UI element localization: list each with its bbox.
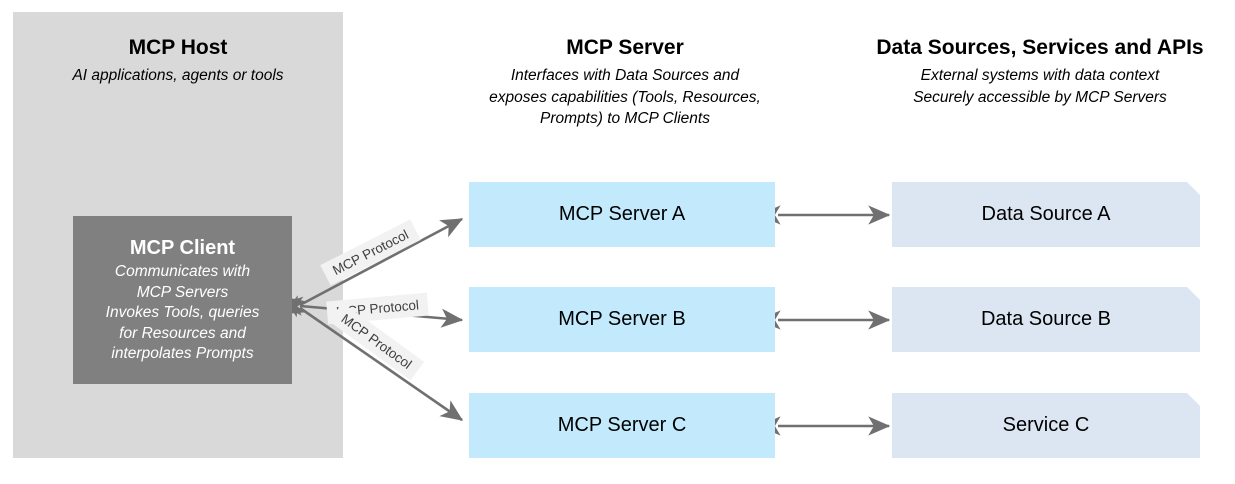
mcp-server-box-a[interactable]: MCP Server A <box>469 182 775 247</box>
mcp-client-description-line: Invokes Tools, queries <box>105 304 260 322</box>
column-subtitle-line: Interfaces with Data Sources and <box>510 67 740 84</box>
column-subtitle-data-sources: External systems with data context Secur… <box>855 65 1225 108</box>
mcp-server-box-b[interactable]: MCP Server B <box>469 287 775 352</box>
mcp-client-description-line: interpolates Prompts <box>111 345 254 363</box>
mcp-server-label: MCP Server A <box>558 203 686 225</box>
mcp-client-description: Communicates with MCP Servers Invokes To… <box>106 262 260 365</box>
column-subtitle-line: Securely accessible by MCP Servers <box>913 88 1167 106</box>
data-source-box-b[interactable]: Data Source B <box>892 287 1200 352</box>
column-header-host: MCP Host AI applications, agents or tool… <box>13 34 343 87</box>
mcp-client-description-line: MCP Servers <box>136 283 229 301</box>
column-subtitle-host: AI applications, agents or tools <box>13 65 343 87</box>
mcp-client-description-line: Communicates with <box>114 263 251 281</box>
column-title-host: MCP Host <box>128 36 228 59</box>
column-header-data-sources: Data Sources, Services and APIs External… <box>855 34 1225 108</box>
column-subtitle-line: exposes capabilities (Tools, Resources, <box>489 88 761 106</box>
data-source-box-service-c[interactable]: Service C <box>892 393 1200 458</box>
column-subtitle-line: AI applications, agents or tools <box>72 67 284 84</box>
column-header-server: MCP Server Interfaces with Data Sources … <box>455 34 795 130</box>
mcp-server-label: MCP Server B <box>558 308 686 330</box>
column-subtitle-line: Prompts) to MCP Clients <box>540 110 710 127</box>
data-source-box-a[interactable]: Data Source A <box>892 182 1200 247</box>
data-source-label: Service C <box>1002 414 1090 436</box>
mcp-client-title: MCP Client <box>129 237 236 260</box>
column-subtitle-line: External systems with data context <box>920 67 1160 84</box>
data-source-label: Data Source B <box>980 308 1112 330</box>
column-title-data-sources: Data Sources, Services and APIs <box>876 36 1204 59</box>
mcp-server-label: MCP Server C <box>557 414 687 436</box>
data-source-label: Data Source A <box>981 203 1111 225</box>
server-to-data-arrows <box>758 205 891 436</box>
column-subtitle-server: Interfaces with Data Sources and exposes… <box>455 65 795 130</box>
column-title-server: MCP Server <box>566 36 684 59</box>
mcp-client-box[interactable]: MCP Client Communicates with MCP Servers… <box>73 216 292 384</box>
mcp-server-box-c[interactable]: MCP Server C <box>469 393 775 458</box>
mcp-client-description-line: for Resources and <box>119 324 246 342</box>
